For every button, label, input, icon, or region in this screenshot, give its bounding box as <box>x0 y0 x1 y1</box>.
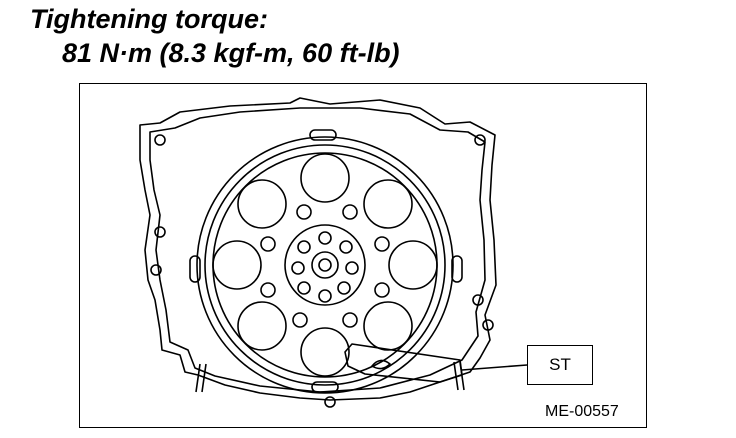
bolt <box>297 281 311 295</box>
small-hole <box>260 282 276 298</box>
bolt <box>318 231 332 245</box>
illustration-frame <box>79 83 647 428</box>
flywheel-outer-ring <box>196 136 454 394</box>
small-hole <box>374 282 390 298</box>
housing-boss <box>472 294 484 306</box>
bolt <box>337 281 351 295</box>
housing-boss <box>154 134 166 146</box>
housing-boss <box>482 319 494 331</box>
small-hole <box>260 236 276 252</box>
bolt <box>297 240 311 254</box>
special-tool <box>344 343 463 383</box>
housing-outline <box>139 97 497 401</box>
bolt <box>345 261 359 275</box>
special-tool-label: ST <box>527 345 593 385</box>
torque-title: Tightening torque: <box>30 4 268 34</box>
housing-boss <box>150 264 162 276</box>
flywheel-hole <box>237 301 287 351</box>
housing-slot <box>311 381 339 393</box>
small-hole <box>374 236 390 252</box>
hub-center <box>311 251 339 279</box>
special-tool-slot <box>371 359 391 370</box>
housing-boss <box>324 396 336 408</box>
hub-center-inner <box>318 258 332 272</box>
small-hole <box>296 204 312 220</box>
housing-slot <box>309 129 337 141</box>
small-hole <box>342 312 358 328</box>
flywheel-hole <box>363 301 413 351</box>
torque-value: 81 N·m (8.3 kgf-m, 60 ft-lb) <box>62 38 400 68</box>
flywheel-hole <box>300 153 350 203</box>
flywheel-ring-2 <box>204 144 446 386</box>
bolt <box>291 261 305 275</box>
flywheel-hole <box>388 240 438 290</box>
flywheel-hole <box>363 179 413 229</box>
bolt <box>318 289 332 303</box>
st-leader-line <box>461 364 528 371</box>
housing-inner-outline <box>149 107 486 393</box>
flywheel-hole <box>212 240 262 290</box>
small-hole <box>342 204 358 220</box>
housing-boss <box>154 226 166 238</box>
flywheel-hole <box>237 179 287 229</box>
stud-left <box>195 363 207 393</box>
bolt <box>339 240 353 254</box>
housing-slot <box>451 255 463 283</box>
figure-id: ME-00557 <box>545 403 619 420</box>
small-hole <box>292 312 308 328</box>
housing-boss <box>474 134 486 146</box>
flywheel-hole <box>300 327 350 377</box>
housing-slot <box>189 255 201 283</box>
hub-outer <box>284 224 366 306</box>
